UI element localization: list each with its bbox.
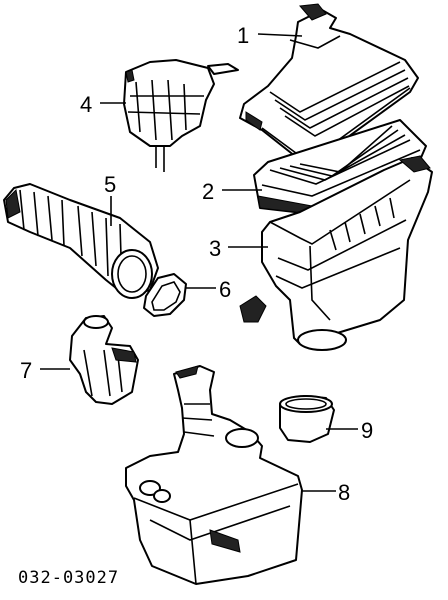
air-cleaner-cover — [239, 3, 419, 161]
callout-6: 6 — [219, 277, 231, 302]
callout-5: 5 — [104, 172, 116, 197]
leader-line-1 — [257, 33, 303, 37]
callout-2: 2 — [202, 179, 214, 204]
callout-1: 1 — [237, 23, 249, 48]
resonator — [123, 59, 239, 172]
callout-3: 3 — [209, 236, 221, 261]
resonator-chamber — [125, 365, 303, 585]
callout-4: 4 — [80, 92, 92, 117]
air-cleaner-case — [239, 155, 433, 351]
sleeve — [279, 395, 335, 443]
duct-holder — [69, 315, 139, 405]
callout-9: 9 — [361, 418, 373, 443]
air-filter-element — [253, 119, 427, 215]
callout-7: 7 — [20, 358, 32, 383]
seal-ring — [143, 273, 187, 317]
intake-duct — [3, 183, 159, 299]
leader-lines — [40, 33, 358, 492]
diagram-code: 032-03027 — [18, 568, 119, 588]
callout-8: 8 — [338, 480, 350, 505]
